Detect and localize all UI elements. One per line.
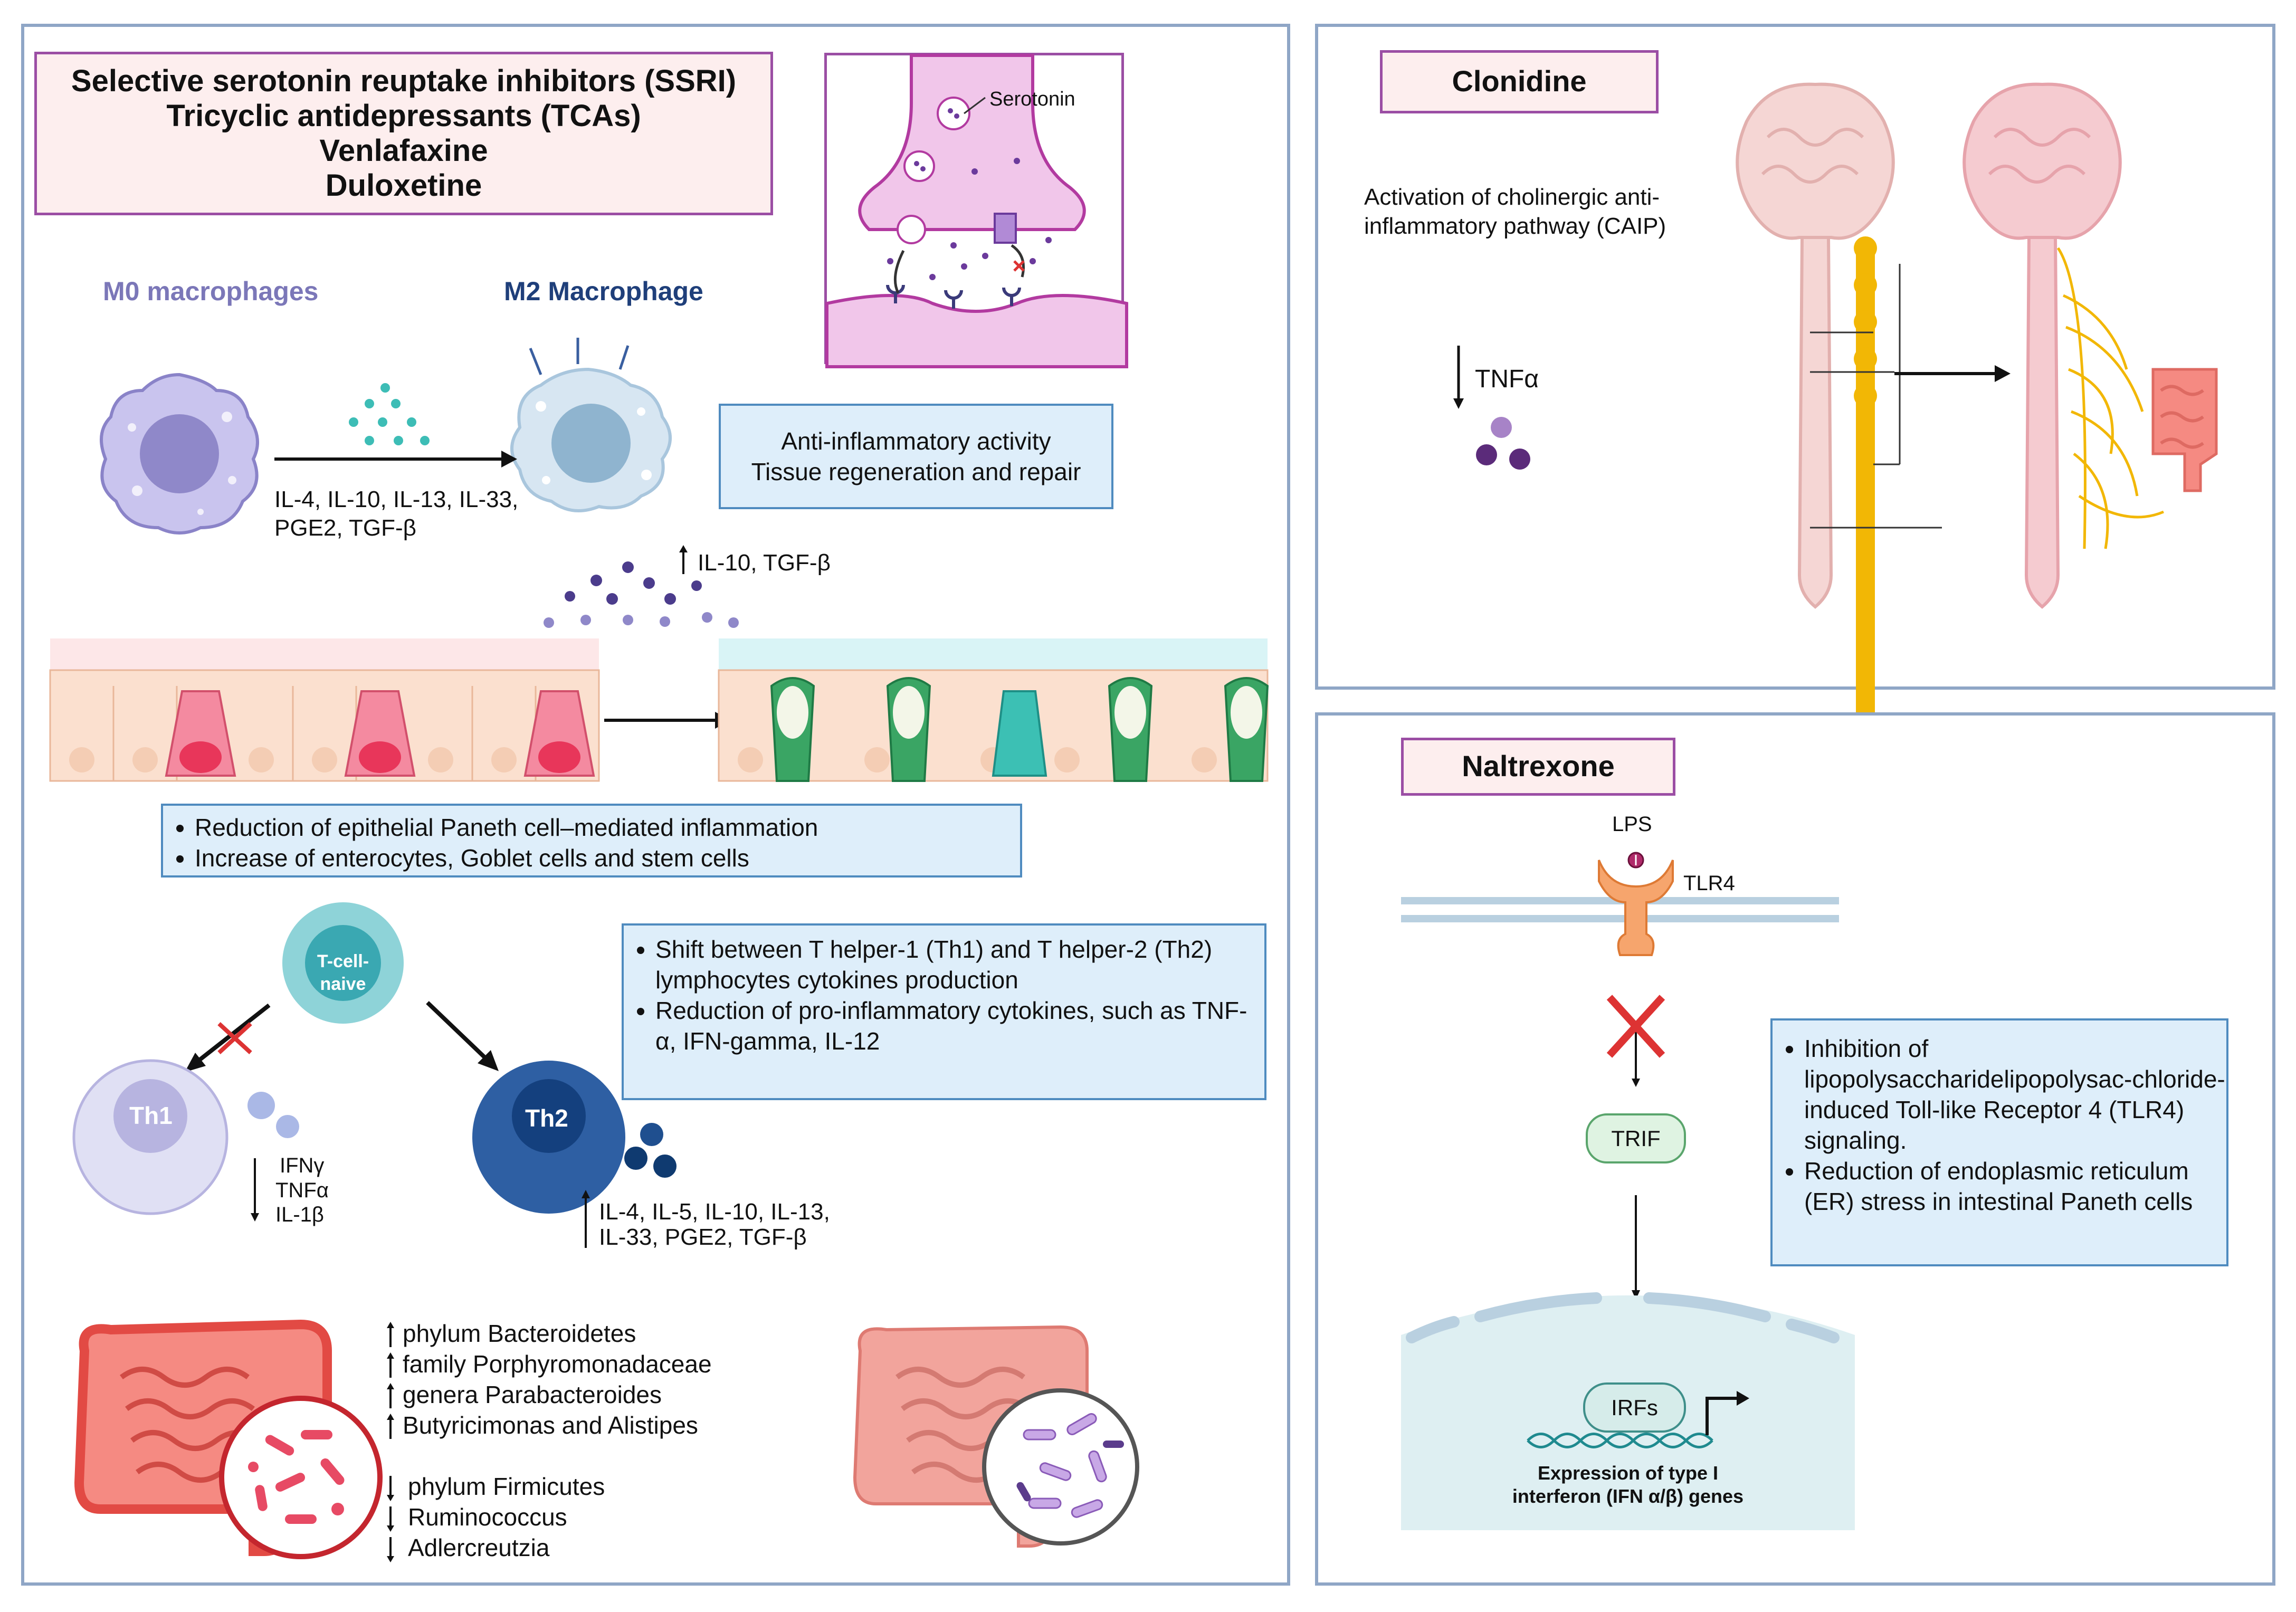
th1-label: Th1 [129,1102,173,1129]
nerve-connectors [1810,264,1942,529]
down-arrow-icon [387,1506,394,1532]
t-cell-label-1: T-cell- [317,951,369,971]
microbiota-down-3: Adlercreutzia [408,1534,550,1561]
m2-inducer-line-2: PGE2, TGF-β [274,515,416,541]
m2-effect-line-1: Anti-inflammatory activity [781,427,1051,455]
inflamed-intestine [74,1319,383,1559]
brain-vagus-right [1962,82,2218,609]
caip-line-1: Activation of cholinergic anti- [1364,184,1660,210]
inducer-dots [349,383,430,445]
epithelium-effects-box: Reduction of epithelial Paneth cell–medi… [161,804,1022,877]
m0-macrophage-label: M0 macrophages [103,276,319,306]
th2-cell [472,1061,625,1214]
th1-cytokine-3: IL-1β [275,1203,324,1226]
expression-line-2: interferon (IFN α/β) genes [1512,1485,1744,1507]
m2-macrophage-label: M2 Macrophage [504,276,703,306]
drug-line-ssri: Selective serotonin reuptake inhibitors … [71,64,737,98]
healthy-intestine [853,1325,1139,1548]
up-arrow-icon [387,1414,394,1439]
sympathetic-chain [1854,236,1877,760]
synapse-illustration: Serotonin [824,53,1128,368]
trif-label: TRIF [1611,1126,1661,1151]
m0-macrophage-cell [100,373,259,535]
expression-line-1: Expression of type I [1537,1462,1719,1484]
naltrexone-label: Naltrexone [1462,749,1615,783]
th2-cytokine-dots [624,1123,677,1178]
microbiota-down-1: phylum Firmicutes [408,1473,605,1500]
m2-inducer-line-1: IL-4, IL-10, IL-13, IL-33, [274,487,519,512]
epithelium-effect-2: Increase of enterocytes, Goblet cells an… [195,843,1020,873]
th1-blocked-arrow [185,1003,271,1072]
trif-arrow [1632,1195,1640,1300]
clonidine-arrow [1894,365,2011,382]
restored-epithelium [718,638,1269,782]
irfs-label: IRFs [1611,1395,1658,1420]
microbiota-up-4: Butyricimonas and Alistipes [403,1411,698,1439]
caip-line-2: inflammatory pathway (CAIP) [1364,213,1666,239]
up-arrow-icon [582,1190,590,1248]
up-arrow-icon [679,545,688,574]
th2-arrow [426,1001,499,1071]
microbiota-up-1: phylum Bacteroidetes [403,1320,636,1347]
tnf-alpha-label: TNFα [1475,365,1539,393]
inflamed-epithelium [49,638,600,782]
tlr4-receptor [1598,852,1674,956]
m2-macrophage-cell [510,338,672,512]
th-effects-box: Shift between T helper-1 (Th1) and T hel… [622,923,1266,1100]
tlr4-blocked-arrow [1606,995,1665,1087]
drug-line-venlafaxine: Venlafaxine [319,133,488,168]
th1-cytokine-2: TNFα [275,1179,329,1202]
tnf-dots [1476,417,1530,470]
clonidine-drug-box: Clonidine [1380,50,1659,113]
epithelium-effect-1: Reduction of epithelial Paneth cell–medi… [195,812,1020,843]
th1-cytokine-dots [247,1092,299,1138]
epithelium-arrow [604,712,731,729]
lps-label: LPS [1612,813,1652,836]
trif-badge: TRIF [1586,1113,1686,1163]
clonidine-label: Clonidine [1452,64,1587,98]
t-cell-naive [282,902,404,1024]
down-arrow-icon [387,1476,394,1501]
th-effect-1: Shift between T helper-1 (Th1) and T hel… [655,934,1264,995]
brain-spinal-cord-left [1736,82,1895,609]
secreted-cytokine-dots [544,561,739,628]
m2-effects-box: Anti-inflammatory activity Tissue regene… [719,404,1113,509]
th2-cytokine-2: IL-33, PGE2, TGF-β [599,1224,807,1250]
antidepressant-drug-box: Selective serotonin reuptake inhibitors … [34,52,773,215]
drug-line-tca: Tricyclic antidepressants (TCAs) [166,99,641,133]
naltrexone-effects-box: Inhibition of lipopolysaccharidelipopoly… [1770,1018,2228,1266]
down-arrow-icon [1453,346,1464,409]
down-arrow-icon [387,1537,394,1562]
m2-secretion-label: IL-10, TGF-β [698,550,831,576]
serotonin-label: Serotonin [989,88,1075,110]
irfs-badge: IRFs [1583,1382,1686,1433]
th1-cytokine-1: IFNγ [280,1154,325,1177]
up-arrow-icon [387,1383,394,1408]
drug-line-duloxetine: Duloxetine [325,168,482,203]
up-arrow-icon [387,1322,394,1347]
microbiota-down-2: Ruminococcus [408,1503,567,1531]
naltrexone-effect-1: Inhibition of lipopolysaccharidelipopoly… [1804,1033,2226,1156]
th-effect-2: Reduction of pro-inflammatory cytokines,… [655,995,1264,1056]
microbiota-up-3: genera Parabacteroides [403,1381,662,1408]
up-arrow-icon [387,1352,394,1378]
microbiota-up-2: family Porphyromonadaceae [403,1350,712,1378]
th2-label: Th2 [525,1104,568,1132]
down-arrow-icon [251,1158,259,1222]
tlr4-label: TLR4 [1683,872,1735,895]
th1-cell [72,1059,228,1215]
naltrexone-effect-2: Reduction of endoplasmic reticulum (ER) … [1804,1156,2226,1217]
th2-cytokine-1: IL-4, IL-5, IL-10, IL-13, [599,1199,830,1225]
naltrexone-drug-box: Naltrexone [1401,738,1675,796]
postsynaptic-membrane [825,294,1128,368]
presynaptic-terminal [858,54,1086,231]
t-cell-label-2: naive [320,974,366,994]
macrophage-arrow [274,451,517,468]
m2-effect-line-2: Tissue regeneration and repair [751,458,1081,485]
